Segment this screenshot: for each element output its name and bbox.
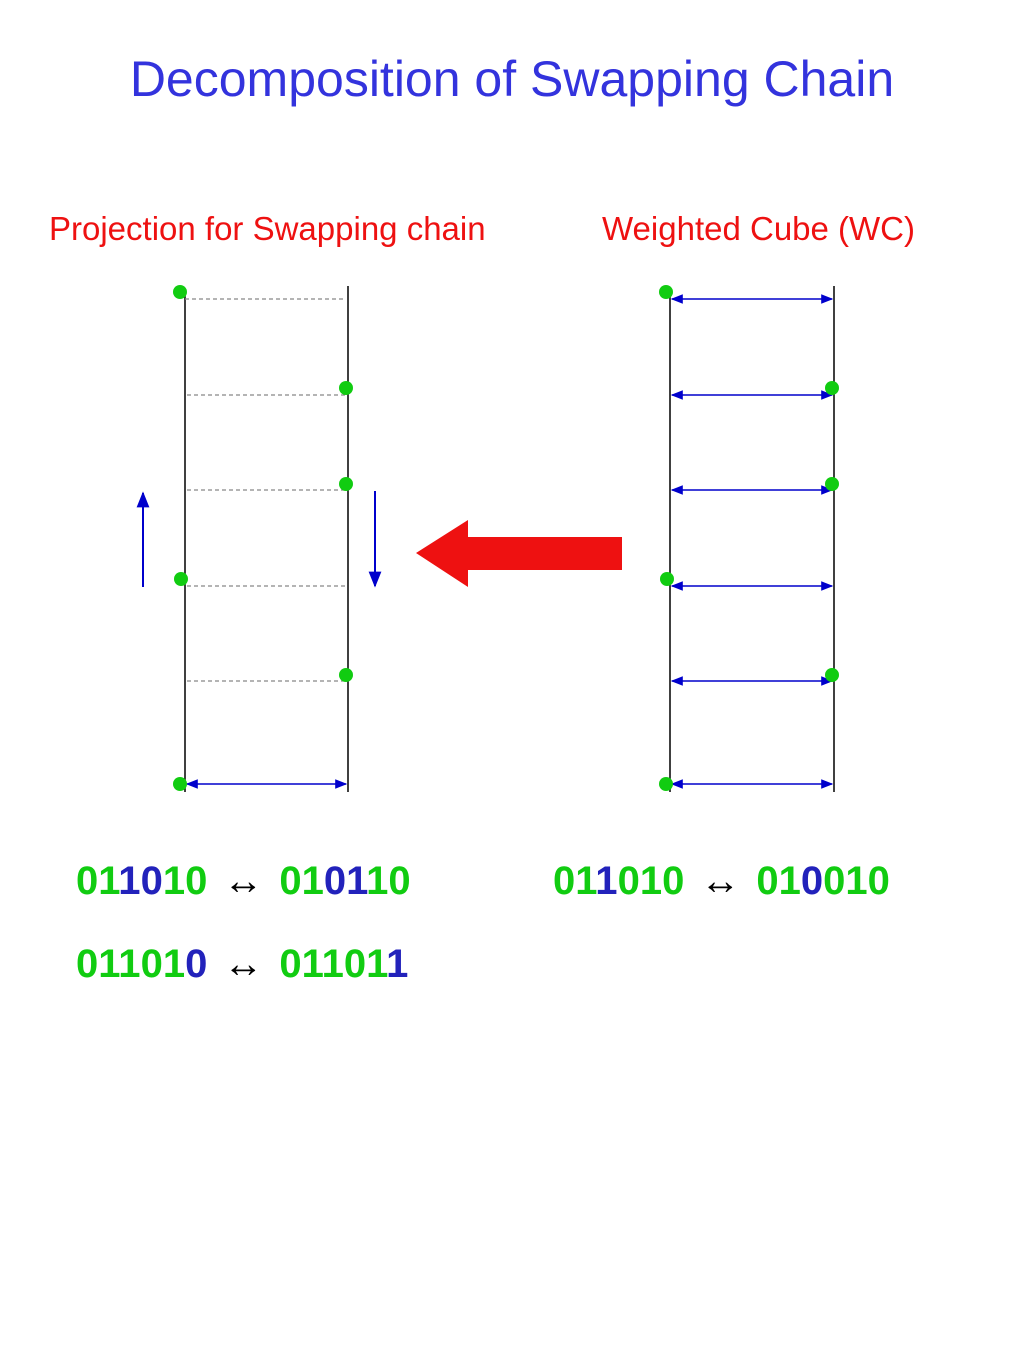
bit: 0 [140,942,163,986]
swap-equation: 011010↔010110 [76,857,411,905]
bit: 1 [301,859,324,903]
bit: 0 [388,859,411,903]
bit: 1 [387,942,409,986]
bit: 1 [98,859,120,903]
bit: 0 [279,859,302,903]
bit: 0 [76,859,99,903]
node [339,668,353,682]
big-red-arrow [416,520,622,587]
bit: 0 [185,942,208,986]
node [339,381,353,395]
node [660,572,674,586]
bit: 0 [279,942,302,986]
bit: 1 [639,859,663,903]
node [659,777,673,791]
bit: 1 [346,859,368,903]
node [825,668,839,682]
node [659,285,673,299]
bidirectional-arrow-symbol: ↔ [223,859,264,903]
bit: 0 [823,859,846,903]
bit: 1 [162,942,186,986]
node [825,477,839,491]
bit: 1 [367,859,389,903]
bidirectional-arrow-symbol: ↔ [700,859,741,903]
bit: 0 [323,859,347,903]
bit: 0 [867,859,890,903]
bit: 0 [756,859,779,903]
bit: 1 [575,859,597,903]
swap-equation: 011010↔011011 [76,940,408,988]
bit: 0 [617,859,640,903]
bit: 1 [119,942,141,986]
weighted-cube-diagram [659,285,839,792]
node [339,477,353,491]
projection-heading: Projection for Swapping chain [49,210,486,247]
bit: 0 [800,859,824,903]
bit: 1 [845,859,868,903]
node [173,285,187,299]
bit: 0 [343,942,367,986]
node [173,777,187,791]
bit: 1 [301,942,323,986]
bit: 0 [662,859,685,903]
bit: 1 [322,942,344,986]
node [825,381,839,395]
swap-equation: 011010↔010010 [553,857,890,905]
bidirectional-arrow-symbol: ↔ [223,942,264,986]
bit: 0 [185,859,208,903]
page-title: Decomposition of Swapping Chain [129,51,895,107]
bit: 1 [778,859,801,903]
bit: 0 [553,859,576,903]
bit: 0 [76,942,99,986]
bit: 1 [98,942,120,986]
bit: 1 [596,859,618,903]
projection-diagram [136,285,382,792]
bit: 1 [119,859,141,903]
bit: 0 [140,859,163,903]
bit: 1 [162,859,186,903]
node [174,572,188,586]
weighted-cube-heading: Weighted Cube (WC) [602,210,916,247]
bit: 1 [366,942,388,986]
